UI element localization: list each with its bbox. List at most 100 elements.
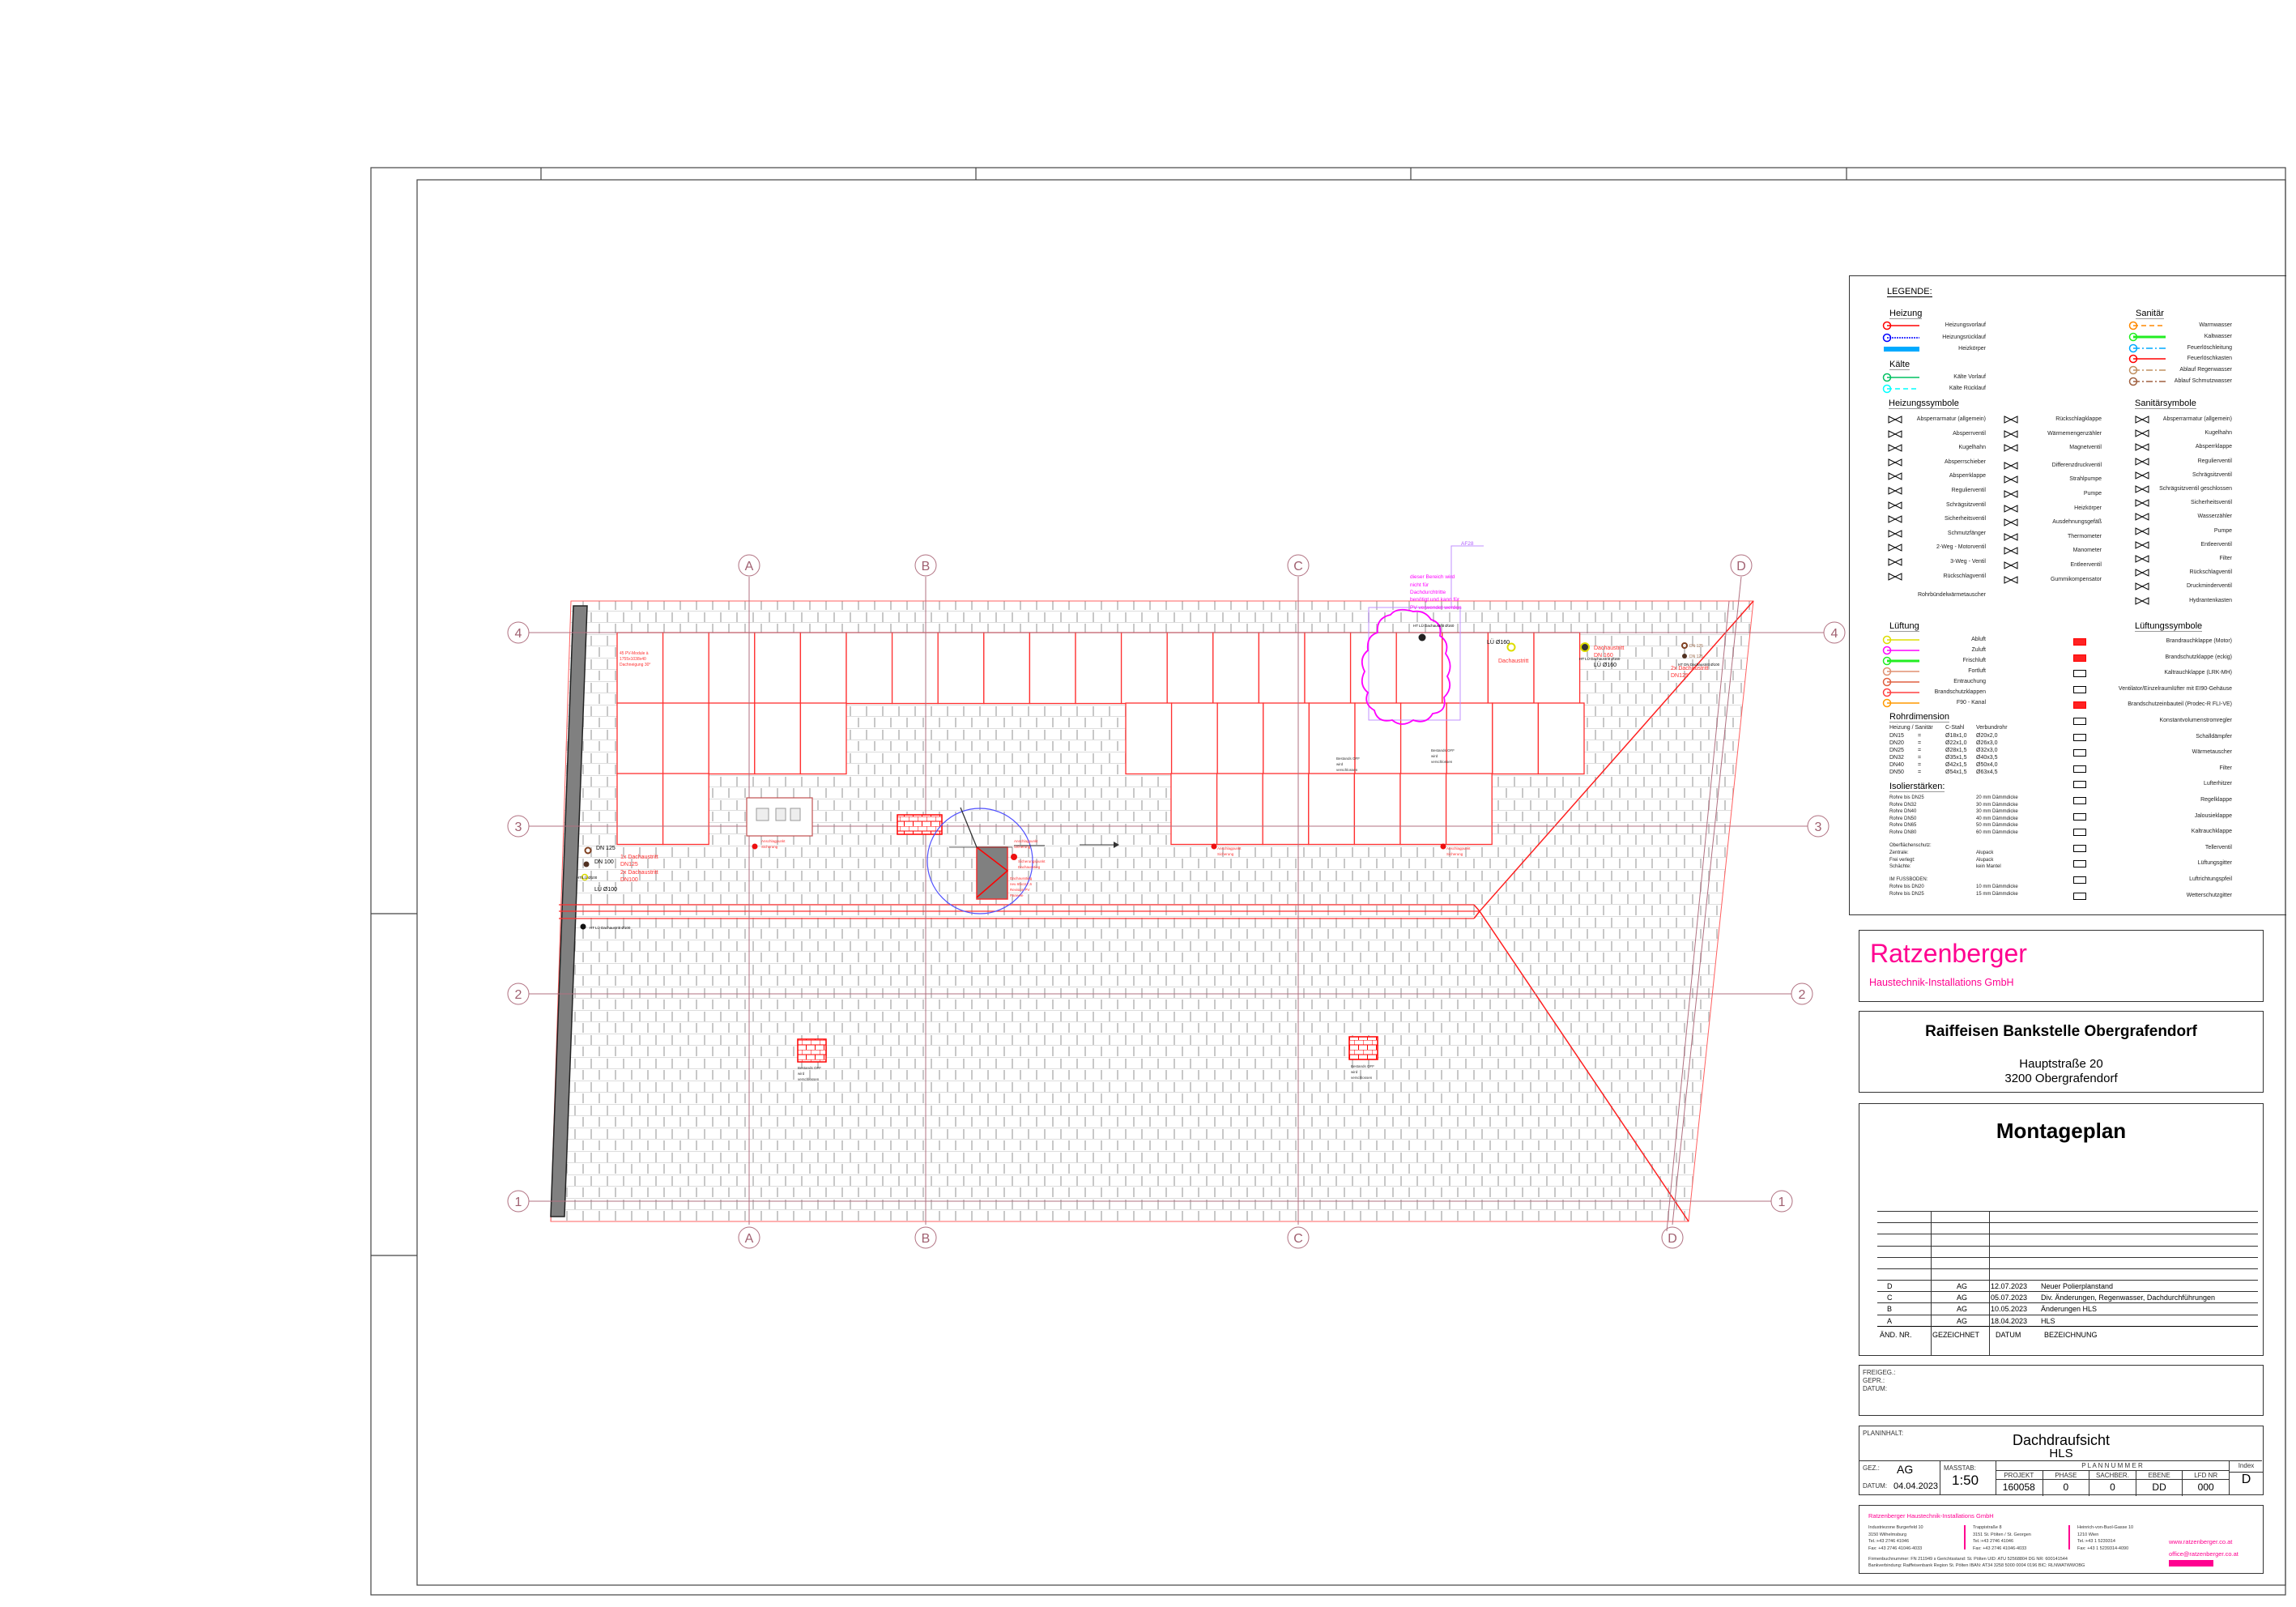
office-address-line: Tel.:+43 2746 41046 <box>1973 1539 2014 1544</box>
af-leader <box>1450 545 1484 607</box>
website-link[interactable]: www.ratzenberger.co.at <box>2169 1538 2233 1545</box>
approval-date: DATUM: <box>1863 1385 1888 1392</box>
column-divider <box>1989 1211 1990 1355</box>
pipe-dimension-cell: DN20 <box>1889 740 1904 746</box>
pv-note: 45 PV-Module à <box>620 651 649 656</box>
pipe-dimension-cell: DN40 <box>1889 762 1904 768</box>
roof-features <box>580 545 1730 1232</box>
valve-symbol-icon <box>2004 518 2018 526</box>
legend-kaelte-item: Kälte Rücklauf <box>1949 386 1986 391</box>
pipe-line-icon <box>1882 373 1919 382</box>
hip-lines <box>1473 600 1754 1222</box>
pipe-line-icon <box>1882 677 1919 687</box>
anchor-label: Sicherung <box>1446 852 1463 856</box>
revision-header: GEZEICHNET <box>1932 1331 1980 1339</box>
pv-panel <box>983 632 1031 705</box>
revision-date: 10.05.2023 <box>1991 1305 2028 1314</box>
pv-panel <box>1216 773 1263 846</box>
valve-symbol-icon <box>1888 487 1902 495</box>
pipe-label: HT LÜ Dachaustritt Ø160 <box>1579 656 1621 661</box>
pv-panel <box>1029 632 1076 705</box>
pipe-line-icon <box>2128 321 2166 330</box>
heating-symbol-item: Absperrklappe <box>1949 473 1986 480</box>
plan-number-value: 160058 <box>2002 1481 2035 1493</box>
valve-symbol-icon <box>1888 501 1902 509</box>
valve-symbol-icon <box>2135 582 2149 591</box>
date-label: DATUM: <box>1863 1482 1888 1490</box>
ventilation-symbol-icon <box>2073 718 2086 725</box>
safety-point-label: Sicherungspunkt <box>1018 859 1046 863</box>
valve-symbol-icon <box>2135 555 2149 563</box>
bank-info: Bankverbindung: Raiffeisenbank Region St… <box>1868 1563 2085 1568</box>
legend-heizung-item: Heizungsrücklauf <box>1942 334 1986 340</box>
valve-symbol-icon <box>2004 532 2018 541</box>
valve-symbol-icon <box>2004 416 2018 424</box>
heating-symbol-item: Strahlpumpe <box>2069 476 2102 483</box>
valve-symbol-icon <box>2004 461 2018 470</box>
pipe-label: DN 125 <box>596 846 616 851</box>
hatch-label: Revision PV <box>1010 888 1030 892</box>
pipe-line-icon <box>2128 377 2166 386</box>
pipe-label: HT DN Dachaustritt Ø100 <box>1678 663 1720 667</box>
ventilation-symbol-item: Brandschutzeinbauteil (Prodec-R FLI-VE) <box>2128 701 2232 708</box>
penetration-note: 1x Dachaustritt <box>620 855 658 860</box>
pv-panel <box>662 773 709 846</box>
surface-cell: Alupack <box>1976 850 1994 855</box>
pipe-dimension-cell: Ø28x1,5 <box>1945 748 1967 753</box>
sanitary-symbol-item: Rückschlagventil <box>2189 569 2232 576</box>
pipe-line-icon <box>2128 355 2166 364</box>
legend-lueftung-item: Entrauchung <box>1953 679 1986 684</box>
company-name: Ratzenberger <box>1870 939 2027 968</box>
ventilation-symbol-icon <box>2073 797 2086 804</box>
existing-vent-note: wird <box>1431 754 1438 758</box>
valve-symbol-icon <box>2135 457 2149 466</box>
floor-cell: 10 mm Dämmdicke <box>1976 884 2018 889</box>
penetration-note: 2x Dachaustritt <box>1671 666 1709 671</box>
revision-header: BEZEICHNUNG <box>2044 1331 2098 1339</box>
ventilation-symbol-item: Filter <box>2219 765 2232 771</box>
pv-panel <box>1395 632 1443 705</box>
pipe-line-icon <box>1882 635 1919 645</box>
email-link[interactable]: office@ratzenberger.co.at <box>2169 1550 2238 1558</box>
content-label: PLANINHALT: <box>1863 1430 1904 1437</box>
valve-symbol-icon <box>2135 471 2149 480</box>
valve-symbol-icon <box>2004 547 2018 556</box>
heating-symbol-item: Absperrschieber <box>1945 458 1986 465</box>
pv-panel <box>1166 632 1214 705</box>
heating-symbol-item: Wärmemengenzähler <box>2047 430 2102 437</box>
grid-axis-marker <box>507 1190 530 1213</box>
penetration-note: DN125 <box>1671 673 1689 679</box>
valve-symbol-icon <box>1888 429 1902 438</box>
insulation-cell: Rohre bis DN25 <box>1889 795 1924 800</box>
pipe-dimension-cell: Ø54x1,5 <box>1945 769 1967 775</box>
pv-panel <box>754 702 802 775</box>
plan-number-header: SACHBER. <box>2089 1472 2136 1480</box>
pipe-dimension-cell: DN15 <box>1889 733 1904 739</box>
hatch-label: Dachausstieg <box>1010 876 1033 880</box>
markup-note: PV verwendet werden <box>1410 605 1462 611</box>
insulation-cell: Rohre DN65 <box>1889 823 1917 828</box>
pv-panel <box>662 632 709 705</box>
pv-panel <box>754 632 802 705</box>
plan-number-value: 0 <box>2110 1481 2115 1493</box>
insulation-cell: 50 mm Dämmdicke <box>1976 823 2018 828</box>
ventilation-symbol-icon <box>2073 654 2086 662</box>
pipe-dimension-cell: = <box>1918 733 1922 739</box>
floor-insulation-title: IM FUSSBODEN: <box>1889 877 1928 882</box>
pv-panel <box>1533 632 1581 705</box>
existing-vent-note: verschlossen <box>1431 760 1453 764</box>
sheet-frame <box>370 167 2286 1596</box>
pv-panel <box>1125 702 1173 775</box>
existing-vent-note: Bestands OFF <box>1431 748 1455 752</box>
insulation-cell: Rohre DN40 <box>1889 809 1917 814</box>
grid-column-label: A <box>745 1232 754 1246</box>
valve-symbol-icon <box>1888 529 1902 538</box>
pipe-dimension-cell: = <box>1918 762 1922 768</box>
